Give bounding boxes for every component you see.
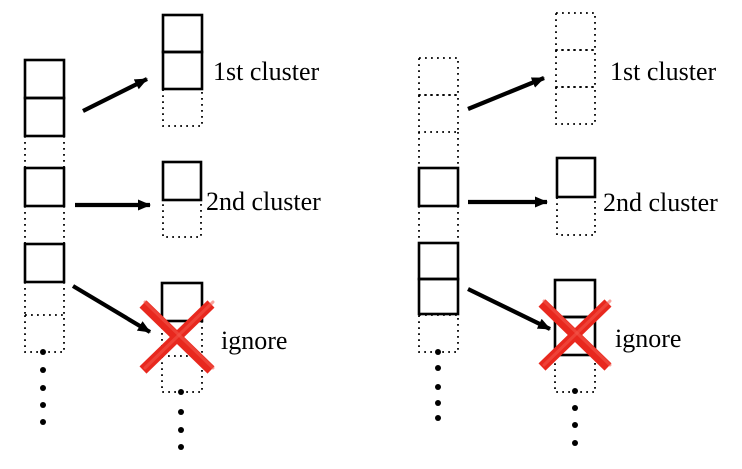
left-arrow-1 (82, 77, 148, 113)
left-arrow-3 (71, 284, 152, 334)
right-source-column (417, 57, 460, 421)
right-ignore-solid-box (553, 315, 597, 357)
right-cluster1-dotted-box (555, 12, 596, 51)
right-arrow-3 (467, 287, 551, 331)
left-source-ellipsis-dot (40, 367, 46, 373)
right-source-ellipsis-dot (435, 365, 441, 371)
right-arrow-1 (467, 76, 545, 111)
ignore-cross-icon (139, 300, 215, 374)
left-source-ellipsis-dot (40, 402, 46, 408)
right-source-ellipsis-dot (435, 384, 441, 390)
ignore-cross-icon (538, 299, 612, 371)
right-source-solid-box (417, 166, 460, 208)
left-cluster2-dotted-box (162, 199, 202, 238)
left-source-solid-box (23, 96, 66, 138)
left-ignore-ellipsis-dot (178, 427, 184, 433)
right-ignore-solid-box (553, 278, 597, 319)
left-ignore-ellipsis-dot (178, 444, 184, 450)
left-source-solid-box (23, 242, 66, 284)
right-target-cluster2: 2nd cluster (555, 156, 718, 236)
left-ignore-ellipsis-dot (178, 389, 184, 395)
left-target-cluster1: 1st cluster (161, 13, 319, 127)
left-ignore-label: ignore (221, 326, 287, 355)
left-ignore-solid-box (160, 281, 204, 323)
right-cluster2-label: 2nd cluster (603, 188, 718, 217)
cross-stroke-texture (143, 300, 215, 370)
right-source-dotted-box (418, 94, 459, 133)
left-ignore-ellipsis-dot (178, 409, 184, 415)
left-source-ellipsis-dot (40, 419, 46, 425)
left-target-ignore: ignore (139, 281, 287, 450)
left-source-ellipsis-dot (40, 349, 46, 355)
right-cluster1-dotted-box (555, 49, 596, 88)
right-source-solid-box (417, 277, 460, 316)
right-ignore-label: ignore (615, 324, 681, 353)
right-target-ignore: ignore (538, 278, 681, 446)
left-cluster1-solid-box (161, 50, 204, 91)
left-cluster1-dotted-box (162, 88, 203, 127)
right-ignore-ellipsis-dot (572, 405, 578, 411)
right-ignore-ellipsis-dot (572, 422, 578, 428)
right-target-cluster1: 1st cluster (555, 12, 716, 125)
cross-stroke-texture (542, 299, 612, 367)
left-source-solid-box (23, 58, 66, 100)
right-ignore-dotted-box (554, 354, 596, 393)
left-cluster2-solid-box (161, 160, 203, 202)
left-diagram: 1st cluster 2nd cluster ignore (23, 13, 321, 450)
left-source-column (23, 58, 66, 425)
left-cluster1-label: 1st cluster (213, 57, 319, 86)
left-target-cluster2: 2nd cluster (161, 160, 321, 238)
left-cluster2-label: 2nd cluster (206, 187, 321, 216)
right-source-dotted-box (418, 57, 459, 96)
right-cluster2-dotted-box (556, 196, 596, 236)
left-source-dotted-box (24, 314, 65, 353)
right-cluster2-solid-box (555, 156, 597, 199)
left-cluster1-solid-box (161, 13, 204, 54)
right-source-solid-box (417, 241, 460, 281)
right-diagram: 1st cluster 2nd cluster ignore (417, 12, 718, 446)
left-source-solid-box (23, 166, 66, 208)
right-cluster1-dotted-box (555, 86, 596, 125)
right-source-dotted-box (418, 314, 459, 353)
right-source-ellipsis-dot (435, 400, 441, 406)
right-source-ellipsis-dot (435, 415, 441, 421)
right-source-ellipsis-dot (435, 349, 441, 355)
right-ignore-ellipsis-dot (572, 388, 578, 394)
right-ignore-ellipsis-dot (572, 440, 578, 446)
left-source-ellipsis-dot (40, 385, 46, 391)
right-cluster1-label: 1st cluster (610, 57, 716, 86)
